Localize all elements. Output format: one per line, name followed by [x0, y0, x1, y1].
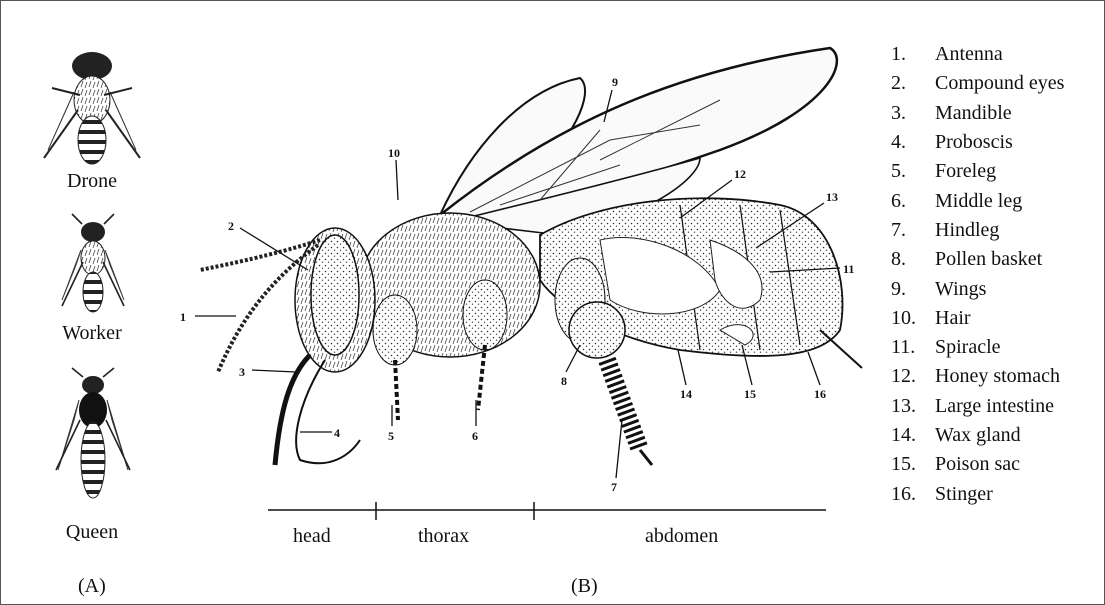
callout-8: 8: [561, 374, 567, 388]
legend-label: Wax gland: [935, 424, 1021, 447]
legend-item: 2.Compound eyes: [891, 69, 1064, 98]
region-label-abdomen: abdomen: [645, 525, 718, 548]
legend-item: 16.Stinger: [891, 479, 1064, 508]
legend-item: 14.Wax gland: [891, 421, 1064, 450]
callout-3: 3: [239, 365, 245, 379]
legend-label: Hair: [935, 307, 971, 330]
region-label-head: head: [293, 525, 331, 548]
callout-7: 7: [611, 480, 617, 494]
caste-label-drone: Drone: [37, 170, 147, 193]
parts-legend: 1.Antenna 2.Compound eyes 3.Mandible 4.P…: [891, 40, 1064, 509]
legend-label: Hindleg: [935, 219, 999, 242]
legend-item: 15.Poison sac: [891, 450, 1064, 479]
legend-item: 11.Spiracle: [891, 333, 1064, 362]
legend-label: Stinger: [935, 483, 993, 506]
callout-12: 12: [734, 167, 746, 181]
legend-item: 3.Mandible: [891, 99, 1064, 128]
legend-item: 1.Antenna: [891, 40, 1064, 69]
drone-bee-drawing: [44, 52, 140, 164]
callout-4: 4: [334, 426, 340, 440]
legend-item: 7.Hindleg: [891, 216, 1064, 245]
region-axis: [268, 502, 826, 520]
callout-11: 11: [843, 262, 854, 276]
legend-label: Spiracle: [935, 336, 1001, 359]
legend-item: 5.Foreleg: [891, 157, 1064, 186]
legend-label: Poison sac: [935, 453, 1020, 476]
queen-bee-drawing: [56, 368, 130, 498]
legend-label: Foreleg: [935, 160, 996, 183]
region-label-thorax: thorax: [418, 525, 469, 548]
callout-13: 13: [826, 190, 838, 204]
legend-item: 4.Proboscis: [891, 128, 1064, 157]
legend-label: Proboscis: [935, 131, 1013, 154]
legend-label: Compound eyes: [935, 72, 1064, 95]
legend-item: 13.Large intestine: [891, 392, 1064, 421]
caste-label-queen: Queen: [37, 521, 147, 544]
legend-label: Pollen basket: [935, 248, 1042, 271]
legend-item: 12.Honey stomach: [891, 362, 1064, 391]
legend-item: 8.Pollen basket: [891, 245, 1064, 274]
legend-label: Antenna: [935, 43, 1003, 66]
worker-bee-drawing: [62, 214, 124, 312]
panel-label-b: (B): [571, 575, 598, 598]
legend-item: 10.Hair: [891, 304, 1064, 333]
legend-item: 6.Middle leg: [891, 186, 1064, 215]
callout-9: 9: [612, 75, 618, 89]
legend-item: 9.Wings: [891, 274, 1064, 303]
legend-label: Honey stomach: [935, 365, 1060, 388]
callout-5: 5: [388, 429, 394, 443]
legend-label: Middle leg: [935, 190, 1022, 213]
callout-1: 1: [180, 310, 186, 324]
callout-16: 16: [814, 387, 826, 401]
callout-2: 2: [228, 219, 234, 233]
legend-label: Large intestine: [935, 395, 1054, 418]
callout-14: 14: [680, 387, 692, 401]
callout-6: 6: [472, 429, 478, 443]
callout-15: 15: [744, 387, 756, 401]
legend-label: Mandible: [935, 102, 1012, 125]
panel-label-a: (A): [78, 575, 106, 598]
legend-label: Wings: [935, 278, 986, 301]
callout-10: 10: [388, 146, 400, 160]
bee-anatomy-drawing: [200, 48, 862, 465]
caste-label-worker: Worker: [37, 322, 147, 345]
